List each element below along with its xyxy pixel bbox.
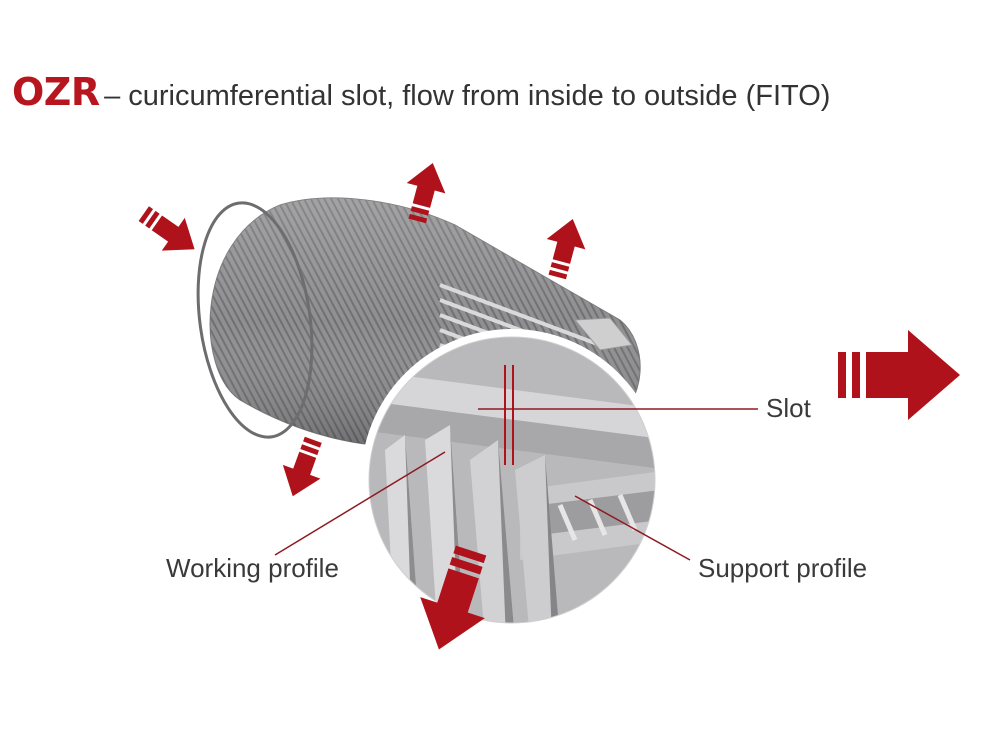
magnified-detail bbox=[361, 329, 663, 631]
outflow-up-arrow-icon bbox=[546, 219, 586, 280]
leader-lines bbox=[274, 408, 758, 561]
working-profile-leader-line bbox=[274, 451, 446, 556]
label-working-profile: Working profile bbox=[166, 553, 339, 583]
title-brand: OZR bbox=[12, 70, 100, 114]
label-slot: Slot bbox=[766, 393, 811, 423]
cylinder-end-cap bbox=[573, 317, 633, 351]
title-subtitle: – curicumferential slot, flow from insid… bbox=[104, 80, 831, 112]
big-right-arrow-icon bbox=[838, 330, 960, 420]
flow-arrows bbox=[138, 163, 960, 650]
diagram-title: OZR – curicumferential slot, flow from i… bbox=[12, 70, 830, 114]
outflow-large-down-arrow-icon bbox=[420, 545, 487, 650]
support-profile-leader-line bbox=[574, 495, 691, 561]
outflow-down-arrow-icon bbox=[282, 436, 322, 497]
inflow-arrow-icon bbox=[138, 206, 195, 251]
outflow-up-arrow-icon bbox=[406, 163, 446, 224]
label-support-profile: Support profile bbox=[698, 553, 868, 583]
